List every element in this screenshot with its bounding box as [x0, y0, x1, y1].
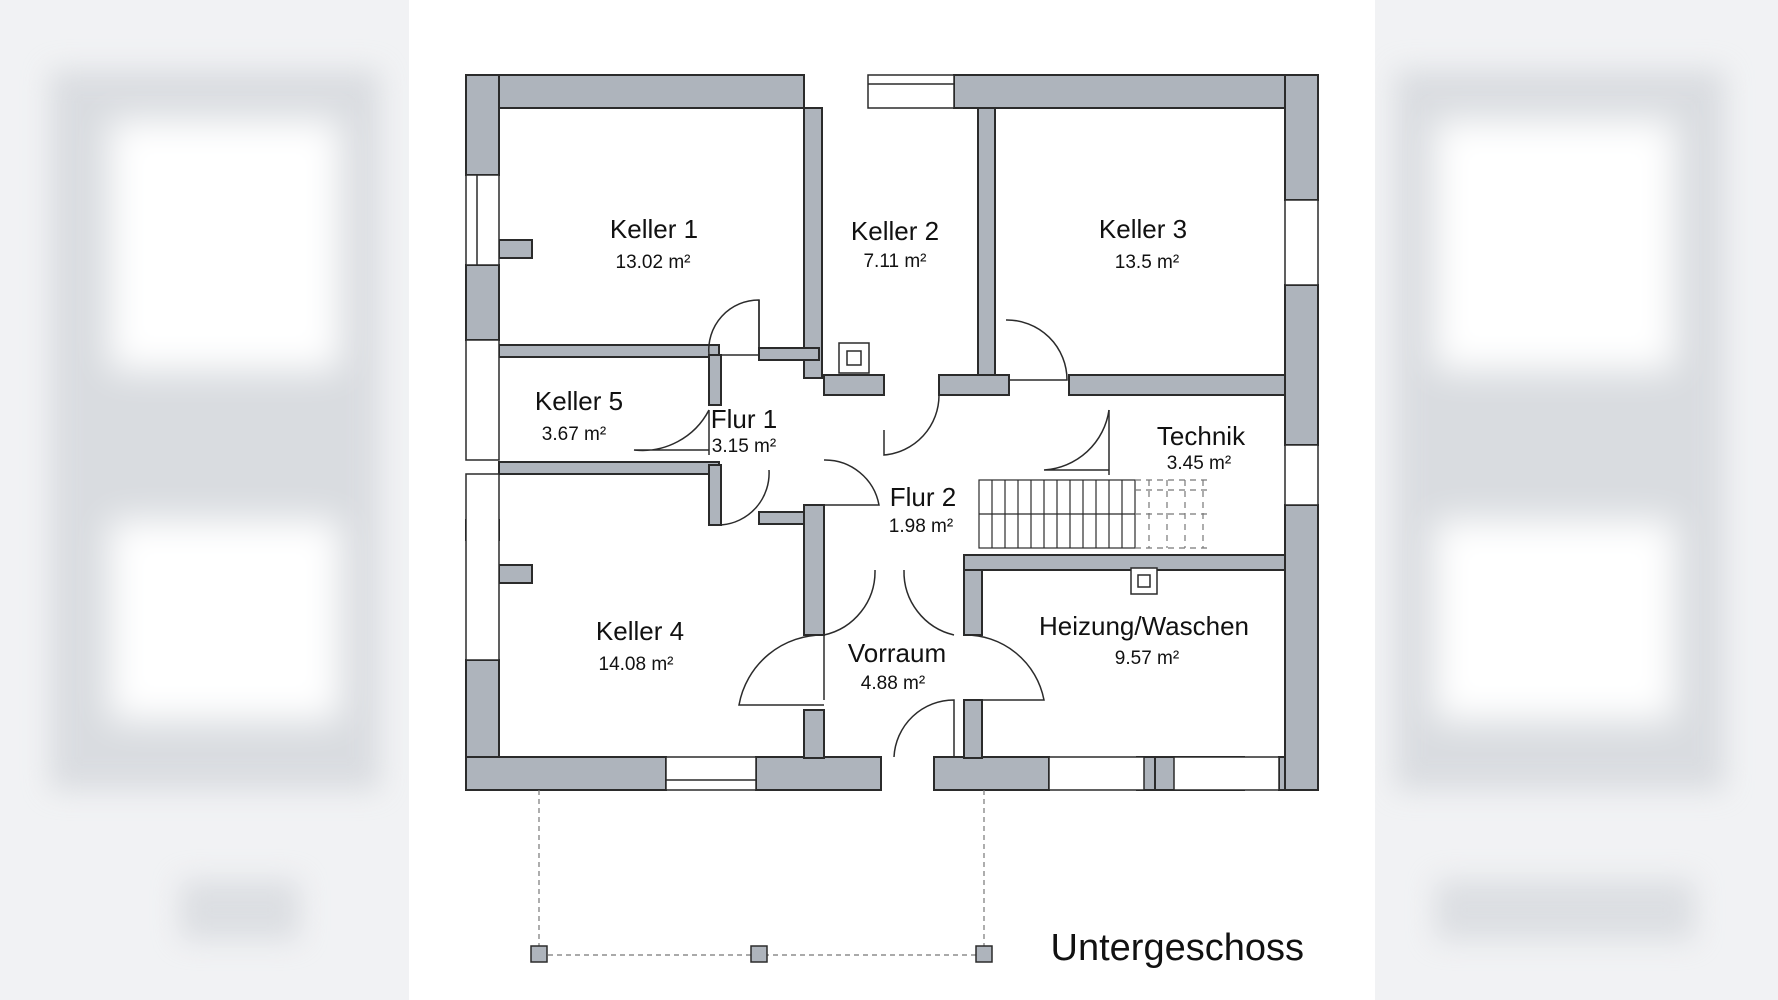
room-name: Vorraum — [848, 638, 946, 668]
room-name: Keller 4 — [596, 616, 684, 646]
blurred-background-left — [0, 0, 409, 1000]
room-name: Keller 3 — [1099, 214, 1187, 244]
room-area: 7.11 m² — [863, 251, 926, 272]
room-area: 3.67 m² — [542, 424, 606, 445]
door-swings — [633, 299, 1110, 758]
terrace-outline — [538, 790, 985, 956]
room-area: 4.88 m² — [861, 673, 925, 694]
room-area: 1.98 m² — [889, 516, 953, 537]
room-area: 3.45 m² — [1167, 453, 1231, 474]
terrace-posts — [530, 945, 993, 963]
room-area: 9.57 m² — [1115, 648, 1179, 669]
room-name: Flur 1 — [711, 404, 777, 434]
floor-plan-drawing: Keller 1 13.02 m² Keller 2 7.11 m² Kelle… — [465, 74, 1319, 969]
windows — [465, 74, 1319, 791]
room-name: Technik — [1157, 421, 1246, 451]
room-labels: Keller 1 13.02 m² Keller 2 7.11 m² Kelle… — [535, 214, 1249, 694]
room-name: Keller 2 — [851, 216, 939, 246]
room-area: 13.02 m² — [616, 252, 691, 273]
staircase — [978, 479, 1209, 549]
blurred-background-right — [1375, 0, 1778, 1000]
room-area: 14.08 m² — [599, 654, 674, 675]
shafts — [838, 342, 1158, 595]
room-name: Flur 2 — [890, 482, 956, 512]
room-name: Heizung/Waschen — [1039, 611, 1249, 641]
plan-title: Untergeschoss — [1051, 927, 1304, 969]
floor-plan: Keller 1 13.02 m² Keller 2 7.11 m² Kelle… — [409, 0, 1375, 1000]
room-area: 13.5 m² — [1115, 252, 1179, 273]
room-name: Keller 1 — [610, 214, 698, 244]
room-area: 3.15 m² — [712, 436, 776, 457]
room-name: Keller 5 — [535, 386, 623, 416]
